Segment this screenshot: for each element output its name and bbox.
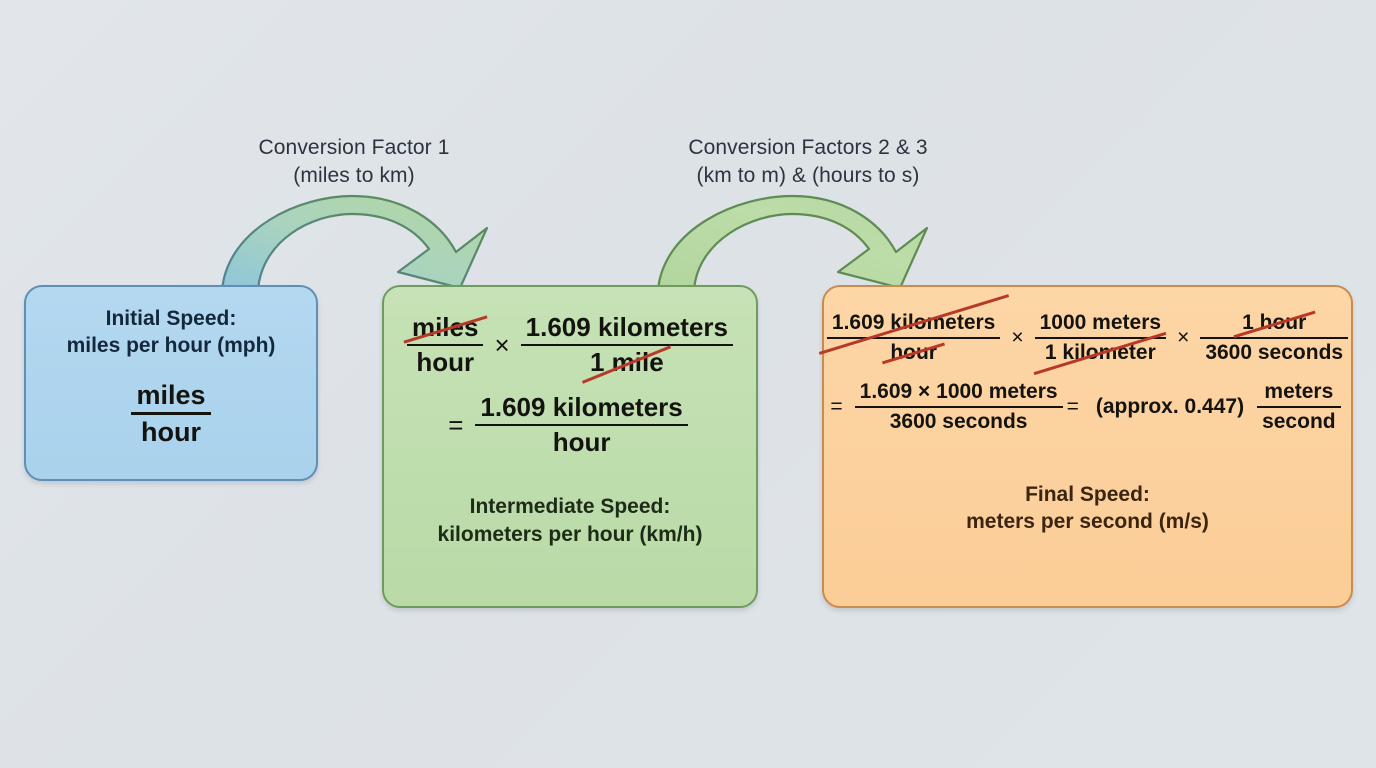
approximate-value: (approx. 0.447) [1095,394,1245,418]
fraction-miles-per-hour: miles hour [406,312,484,378]
multiply-operator-1: × [1011,325,1024,349]
multiply-operator-2: × [1177,325,1190,349]
final-speed-caption: Final Speed: meters per second (m/s) [966,481,1209,536]
final-equation-row-2: = 1.609 × 1000 meters 3600 seconds = (ap… [830,380,1344,433]
fraction-numerator-cancelled: miles [407,312,484,342]
fraction-km-per-hour: 1.609 kilometers hour [826,311,1001,365]
fraction-bar [131,411,211,415]
fraction-bar [520,344,734,347]
arrow-2-shape [656,194,929,292]
arrow-2-label-line2: (km to m) & (hours to s) [696,163,920,187]
final-speed-box: 1.609 kilometers hour × 1000 meters 1 ki… [822,285,1353,608]
fraction-denominator: 3600 seconds [889,409,1028,433]
intermediate-equation-row-1: miles hour × 1.609 kilometers 1 mile [403,312,737,378]
final-caption-line2: meters per second (m/s) [966,510,1209,534]
fraction-miles-per-hour: miles hour [131,379,211,447]
fraction-bar [1034,336,1167,339]
arrow-1-label-line1: Conversion Factor 1 [258,136,450,159]
arrow-1-shape [220,194,489,292]
intermediate-equation-row-2: = 1.609 kilometers hour [448,393,692,457]
fraction-denominator: hour [416,347,475,378]
fraction-numerator-cancelled: 1.609 kilometers [827,311,1000,335]
fraction-bar [406,344,484,347]
fraction-bar [854,405,1063,408]
fraction-bar [826,336,1001,339]
intermediate-speed-box: miles hour × 1.609 kilometers 1 mile = 1… [382,285,758,608]
fraction-numerator: miles [136,379,206,410]
equals-operator-1: = [830,394,843,418]
initial-speed-fraction: miles hour [127,380,214,447]
intermediate-speed-caption: Intermediate Speed: kilometers per hour … [438,493,703,548]
initial-speed-caption: Initial Speed: miles per hour (mph) [67,305,276,360]
arrow-1-label-line2: (miles to km) [293,163,415,187]
multiply-operator: × [494,329,510,360]
fraction-denominator: hour [140,416,201,447]
fraction-bar [475,424,688,427]
fraction-m-per-km: 1000 meters 1 kilometer [1034,311,1167,365]
fraction-numerator: 1.609 × 1000 meters [859,380,1058,404]
fraction-meters-per-second: meters second [1257,380,1341,433]
intermediate-caption-line2: kilometers per hour (km/h) [437,522,703,546]
fraction-bar [1200,336,1349,339]
fraction-meters-per-seconds-numeric: 1.609 × 1000 meters 3600 seconds [854,380,1063,433]
fraction-numerator: 1.609 kilometers [480,392,683,423]
initial-speed-box: Initial Speed: miles per hour (mph) mile… [24,285,318,481]
arrow-1-label: Conversion Factor 1 (miles to km) [243,134,465,189]
fraction-denominator-cancelled: hour [885,341,942,365]
fraction-bar [1257,405,1341,408]
fraction-numerator: 1000 meters [1039,311,1162,334]
fraction-hour-per-seconds: 1 hour 3600 seconds [1200,311,1349,364]
fraction-denominator-cancelled: 1 kilometer [1040,341,1161,365]
fraction-km-per-mile: 1.609 kilometers 1 mile [520,312,734,377]
fraction-denominator-cancelled: 1 mile [585,347,669,377]
initial-caption-line1: Initial Speed: [105,307,237,330]
fraction-denominator: 3600 seconds [1205,340,1344,364]
final-caption-line1: Final Speed: [1025,483,1150,507]
equals-operator-2: = [1066,394,1079,418]
arrow-2-label-line1: Conversion Factors 2 & 3 [688,136,928,159]
fraction-denominator: hour [552,427,611,458]
equals-operator: = [448,409,464,440]
final-equation-row-1: 1.609 kilometers hour × 1000 meters 1 ki… [823,311,1352,364]
fraction-km-per-hour: 1.609 kilometers hour [475,392,688,458]
fraction-numerator: meters [1264,380,1334,404]
intermediate-caption-line1: Intermediate Speed: [469,495,671,519]
initial-caption-line2: miles per hour (mph) [66,334,276,358]
fraction-denominator: second [1262,409,1336,433]
fraction-numerator-cancelled: 1 hour [1237,311,1311,335]
arrow-2-label: Conversion Factors 2 & 3 (km to m) & (ho… [668,134,948,189]
fraction-numerator: 1.609 kilometers [525,312,729,342]
